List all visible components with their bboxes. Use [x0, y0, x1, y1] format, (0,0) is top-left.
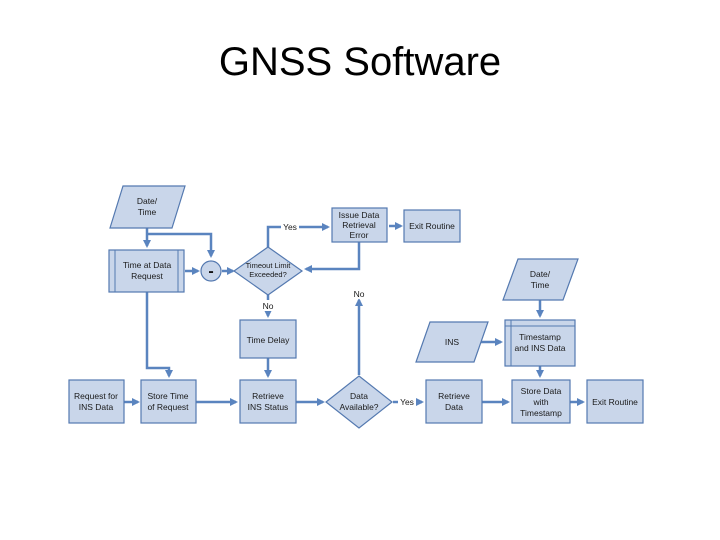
page-title: GNSS Software [218, 40, 502, 84]
timeout-line-2: Exceeded? [249, 270, 287, 279]
time-delay-label: Time Delay [247, 335, 290, 345]
issue-error-line-3: Error [350, 230, 369, 240]
exit-routine-2: Exit Routine [586, 379, 644, 424]
retrieve-ins-status-line-1: Retrieve [252, 391, 284, 401]
ins-input: INS [415, 321, 489, 363]
retrieve-data-line-2: Data [445, 402, 463, 412]
data-available-line-1: Data [350, 391, 368, 401]
yes-label-available: Yes [400, 397, 414, 407]
timeout-line-1: Timeout Limit [246, 261, 292, 270]
exit-routine-1: Exit Routine [403, 209, 461, 243]
request-ins-process: Request for INS Data [68, 379, 125, 424]
store-time-line-1: Store Time [147, 391, 188, 401]
no-label-available: No [354, 289, 365, 299]
store-data-line-1: Store Data [521, 386, 562, 396]
data-available-decision: Data Available? [325, 375, 393, 429]
time-delay-process: Time Delay [239, 319, 297, 359]
ins-label: INS [445, 337, 460, 347]
timestamp-ins-line-1: Timestamp [519, 332, 561, 342]
time-at-data-request-line-2: Request [131, 271, 163, 281]
issue-error-line-2: Retrieval [342, 220, 376, 230]
request-ins-line-2: INS Data [79, 402, 114, 412]
date-time-input-2: Date/ Time [502, 258, 579, 301]
edge-date-to-subtract [147, 232, 215, 258]
edge-error-loop [304, 242, 361, 273]
store-data-process: Store Data with Timestamp [511, 379, 571, 424]
issue-error-line-1: Issue Data [339, 210, 380, 220]
timestamp-ins-process: Timestamp and INS Data [504, 319, 576, 367]
edge-labels: Yes No No Yes [260, 221, 416, 407]
date-time-1-line-1: Date/ [137, 196, 158, 206]
retrieve-data-line-1: Retrieve [438, 391, 470, 401]
date-time-2-line-1: Date/ [530, 269, 551, 279]
store-time-line-2: of Request [147, 402, 189, 412]
exit-routine-1-label: Exit Routine [409, 221, 455, 231]
exit-routine-2-label: Exit Routine [592, 397, 638, 407]
yes-label-timeout: Yes [283, 222, 297, 232]
time-at-data-request-process: Time at Data Request [108, 249, 185, 293]
store-data-line-3: Timestamp [520, 408, 562, 418]
edge-timeout-yes-to-error [266, 223, 330, 247]
date-time-2-line-2: Time [531, 280, 550, 290]
data-available-line-2: Available? [339, 402, 378, 412]
issue-error-process: Issue Data Retrieval Error [331, 207, 388, 243]
retrieve-data-process: Retrieve Data [425, 379, 483, 424]
subtract-symbol: - [208, 263, 213, 280]
time-at-data-request-line-1: Time at Data [123, 260, 172, 270]
no-label-timeout: No [263, 301, 274, 311]
timestamp-ins-line-2: and INS Data [514, 343, 565, 353]
subtract-junction: - [200, 260, 222, 282]
connectors [124, 222, 585, 406]
retrieve-ins-status-process: Retrieve INS Status [239, 379, 297, 424]
store-time-process: Store Time of Request [140, 379, 197, 424]
date-time-input-1: Date/ Time [109, 185, 186, 229]
store-data-line-2: with [532, 397, 548, 407]
request-ins-line-1: Request for [74, 391, 118, 401]
edge-time-request-to-store-time [145, 292, 173, 378]
retrieve-ins-status-line-2: INS Status [248, 402, 289, 412]
timeout-limit-decision: Timeout Limit Exceeded? [232, 246, 304, 296]
date-time-1-line-2: Time [138, 207, 157, 217]
